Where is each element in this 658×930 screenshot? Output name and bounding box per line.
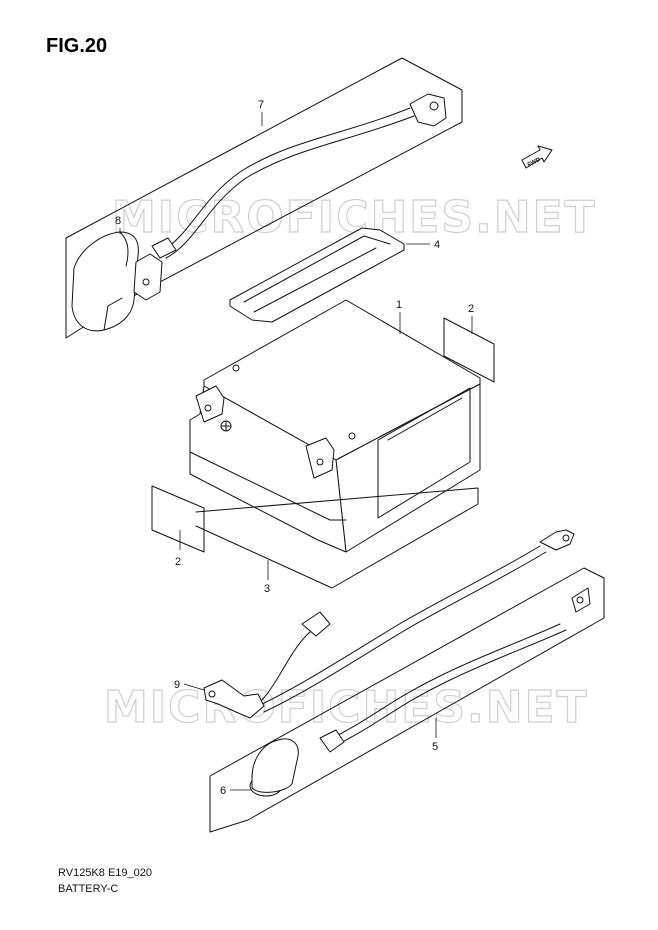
positive-terminal [195,385,225,423]
callout-4: 4 [434,239,440,251]
callout-9: 9 [174,679,180,691]
callout-7: 7 [258,99,264,111]
starter-cap-shape [71,231,139,332]
figure-name: BATTERY-C [58,883,118,895]
battery-band [229,227,405,323]
negative-lead-group [203,529,605,833]
callout-2-left: 2 [175,556,181,568]
callout-3: 3 [264,583,270,595]
positive-lead-group [65,57,463,339]
forward-direction-icon: FWD [521,145,553,169]
figure-title: FIG.20 [46,35,107,57]
negative-terminal [305,437,335,479]
callout-6: 6 [220,785,226,797]
watermark-bottom: MICROFICHES.NET [104,682,589,733]
battery-body [189,299,481,553]
wire-clamp-shape [203,679,265,719]
callout-5: 5 [432,741,438,753]
callouts: 1 2 2 3 4 5 6 7 8 9 [115,99,474,797]
callout-2-right: 2 [468,303,474,315]
callout-1: 1 [396,299,402,311]
battery-pad-right [443,317,495,383]
figure-code: RV125K8 E19_020 [58,867,152,879]
battery-tray-plate [195,487,479,589]
battery-pad-left [151,485,205,553]
callout-8: 8 [115,215,121,227]
